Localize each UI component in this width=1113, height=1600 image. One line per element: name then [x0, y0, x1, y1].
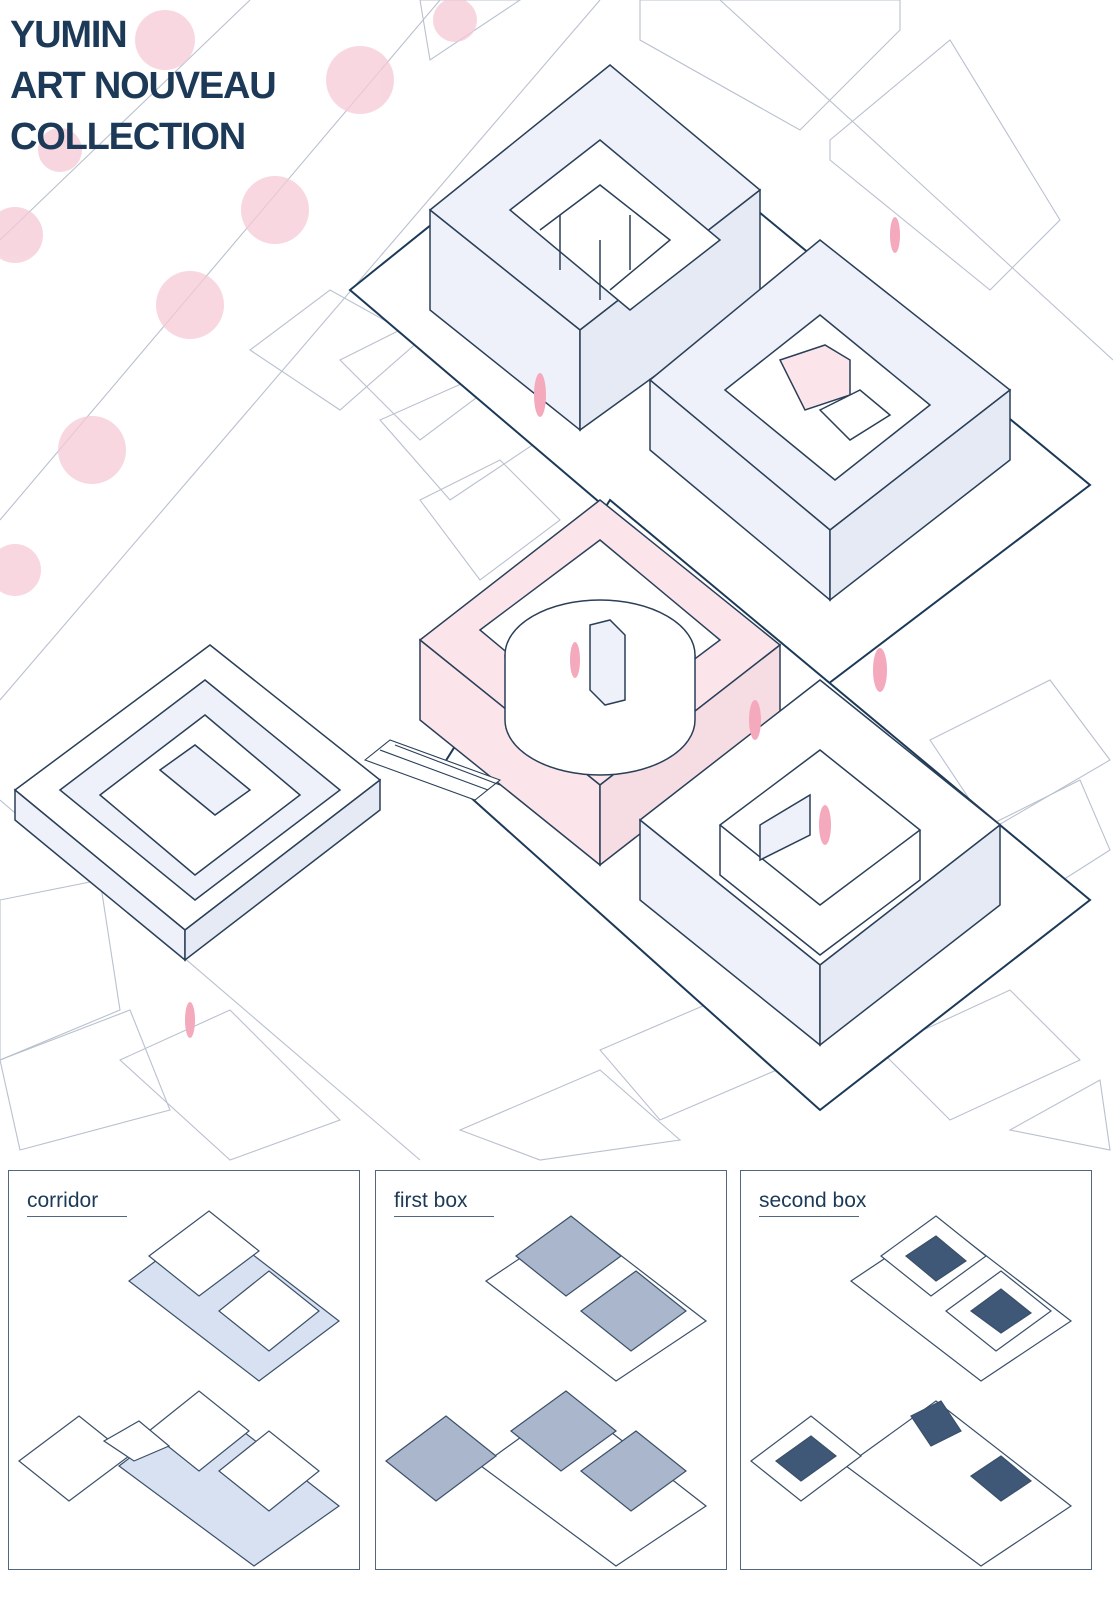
corridor-diagram: [18, 1210, 341, 1567]
room-block-a: [428, 64, 762, 432]
panel-corridor: corridor: [8, 1170, 360, 1570]
room-block-b: [648, 239, 1012, 602]
panel-first-box: first box: [375, 1170, 727, 1570]
staircase: [363, 739, 502, 801]
label-underline: [759, 1216, 859, 1217]
title-line-1: YUMIN: [10, 14, 128, 56]
title-line-3: COLLECTION: [10, 116, 246, 158]
label-underline: [27, 1216, 127, 1217]
left-pavilion: [13, 644, 382, 962]
label-underline: [394, 1216, 494, 1217]
trees: [0, 0, 477, 596]
project-title: YUMIN ART NOUVEAU COLLECTION: [10, 10, 277, 163]
title-line-2: ART NOUVEAU: [10, 65, 277, 107]
central-gallery: [418, 499, 782, 867]
panel-second-box: second box: [740, 1170, 1092, 1570]
panel-label: first box: [394, 1189, 468, 1212]
panel-label: corridor: [27, 1189, 99, 1212]
first-box-diagram: [385, 1215, 708, 1567]
people: [185, 217, 900, 1038]
panel-label: second box: [759, 1189, 867, 1212]
second-box-diagram: [750, 1215, 1073, 1567]
